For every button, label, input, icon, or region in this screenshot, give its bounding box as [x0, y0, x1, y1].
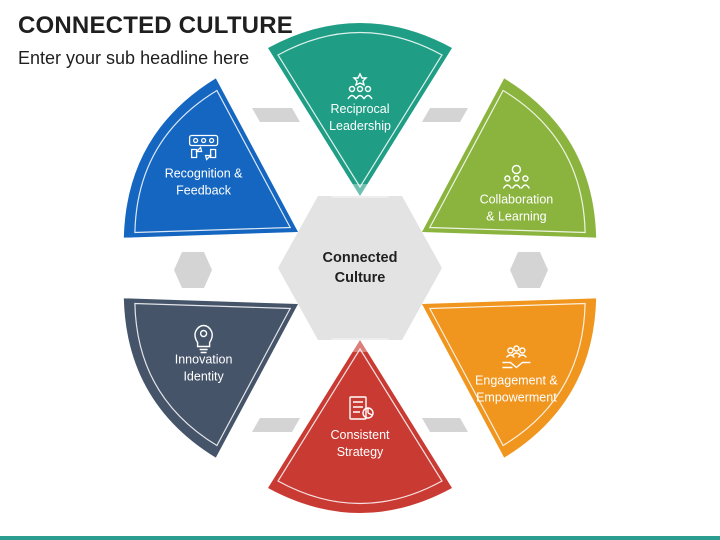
petal-label-line2: Strategy [337, 445, 384, 459]
collaboration-group-icon [502, 164, 531, 189]
strategy-report-icon [349, 396, 374, 420]
rating-stars-icon [188, 134, 219, 161]
page-title: CONNECTED CULTURE [18, 12, 293, 39]
connector-right [510, 252, 548, 288]
petal-engagement-empowerment: Engagement & Empowerment [376, 224, 618, 471]
petal-reciprocal-leadership: Reciprocal Leadership [268, 23, 452, 196]
petals-group: Reciprocal Leadership Collaboration & Le… [102, 23, 618, 513]
petal-label-line1: Innovation [175, 353, 233, 367]
petal-innovation-identity: Innovation Identity [102, 224, 344, 471]
leadership-people-icon [347, 72, 373, 100]
connector-bottom-left [252, 418, 300, 432]
petal-label-line1: Engagement & [475, 374, 558, 388]
petal-label-line2: & Learning [486, 210, 547, 224]
petal-label-line2: Empowerment [476, 391, 557, 405]
center-hexagon [278, 196, 442, 340]
petal-recognition-feedback: Recognition & Feedback [102, 65, 344, 312]
petal-label-line1: Recognition & [165, 167, 243, 181]
center-label-line2: Culture [335, 270, 386, 286]
petal-label-line1: Consistent [330, 428, 390, 442]
petal-label-line2: Feedback [176, 184, 232, 198]
petal-collaboration-learning: Collaboration & Learning [376, 65, 618, 312]
tip-overlay-top [325, 184, 395, 198]
connector-left [174, 252, 212, 288]
tip-overlay-bottom [325, 338, 395, 352]
connectors [174, 108, 548, 432]
lightbulb-gear-icon [194, 324, 213, 354]
page-subtitle: Enter your sub headline here [18, 48, 250, 68]
petal-label-line2: Leadership [329, 119, 391, 133]
petal-shape [268, 340, 452, 513]
tip-overlays [325, 184, 395, 352]
connector-bottom-right [422, 418, 468, 432]
petal-label-line1: Collaboration [480, 193, 554, 207]
petal-label-line1: Reciprocal [330, 102, 389, 116]
petal-label-line2: Identity [183, 370, 224, 384]
empowerment-hands-icon [502, 345, 531, 369]
center-label-line1: Connected [323, 250, 398, 266]
bottom-accent-bar [0, 536, 720, 540]
petal-consistent-strategy: Consistent Strategy [268, 340, 452, 513]
connector-top-left [252, 108, 300, 122]
connector-top-right [422, 108, 468, 122]
